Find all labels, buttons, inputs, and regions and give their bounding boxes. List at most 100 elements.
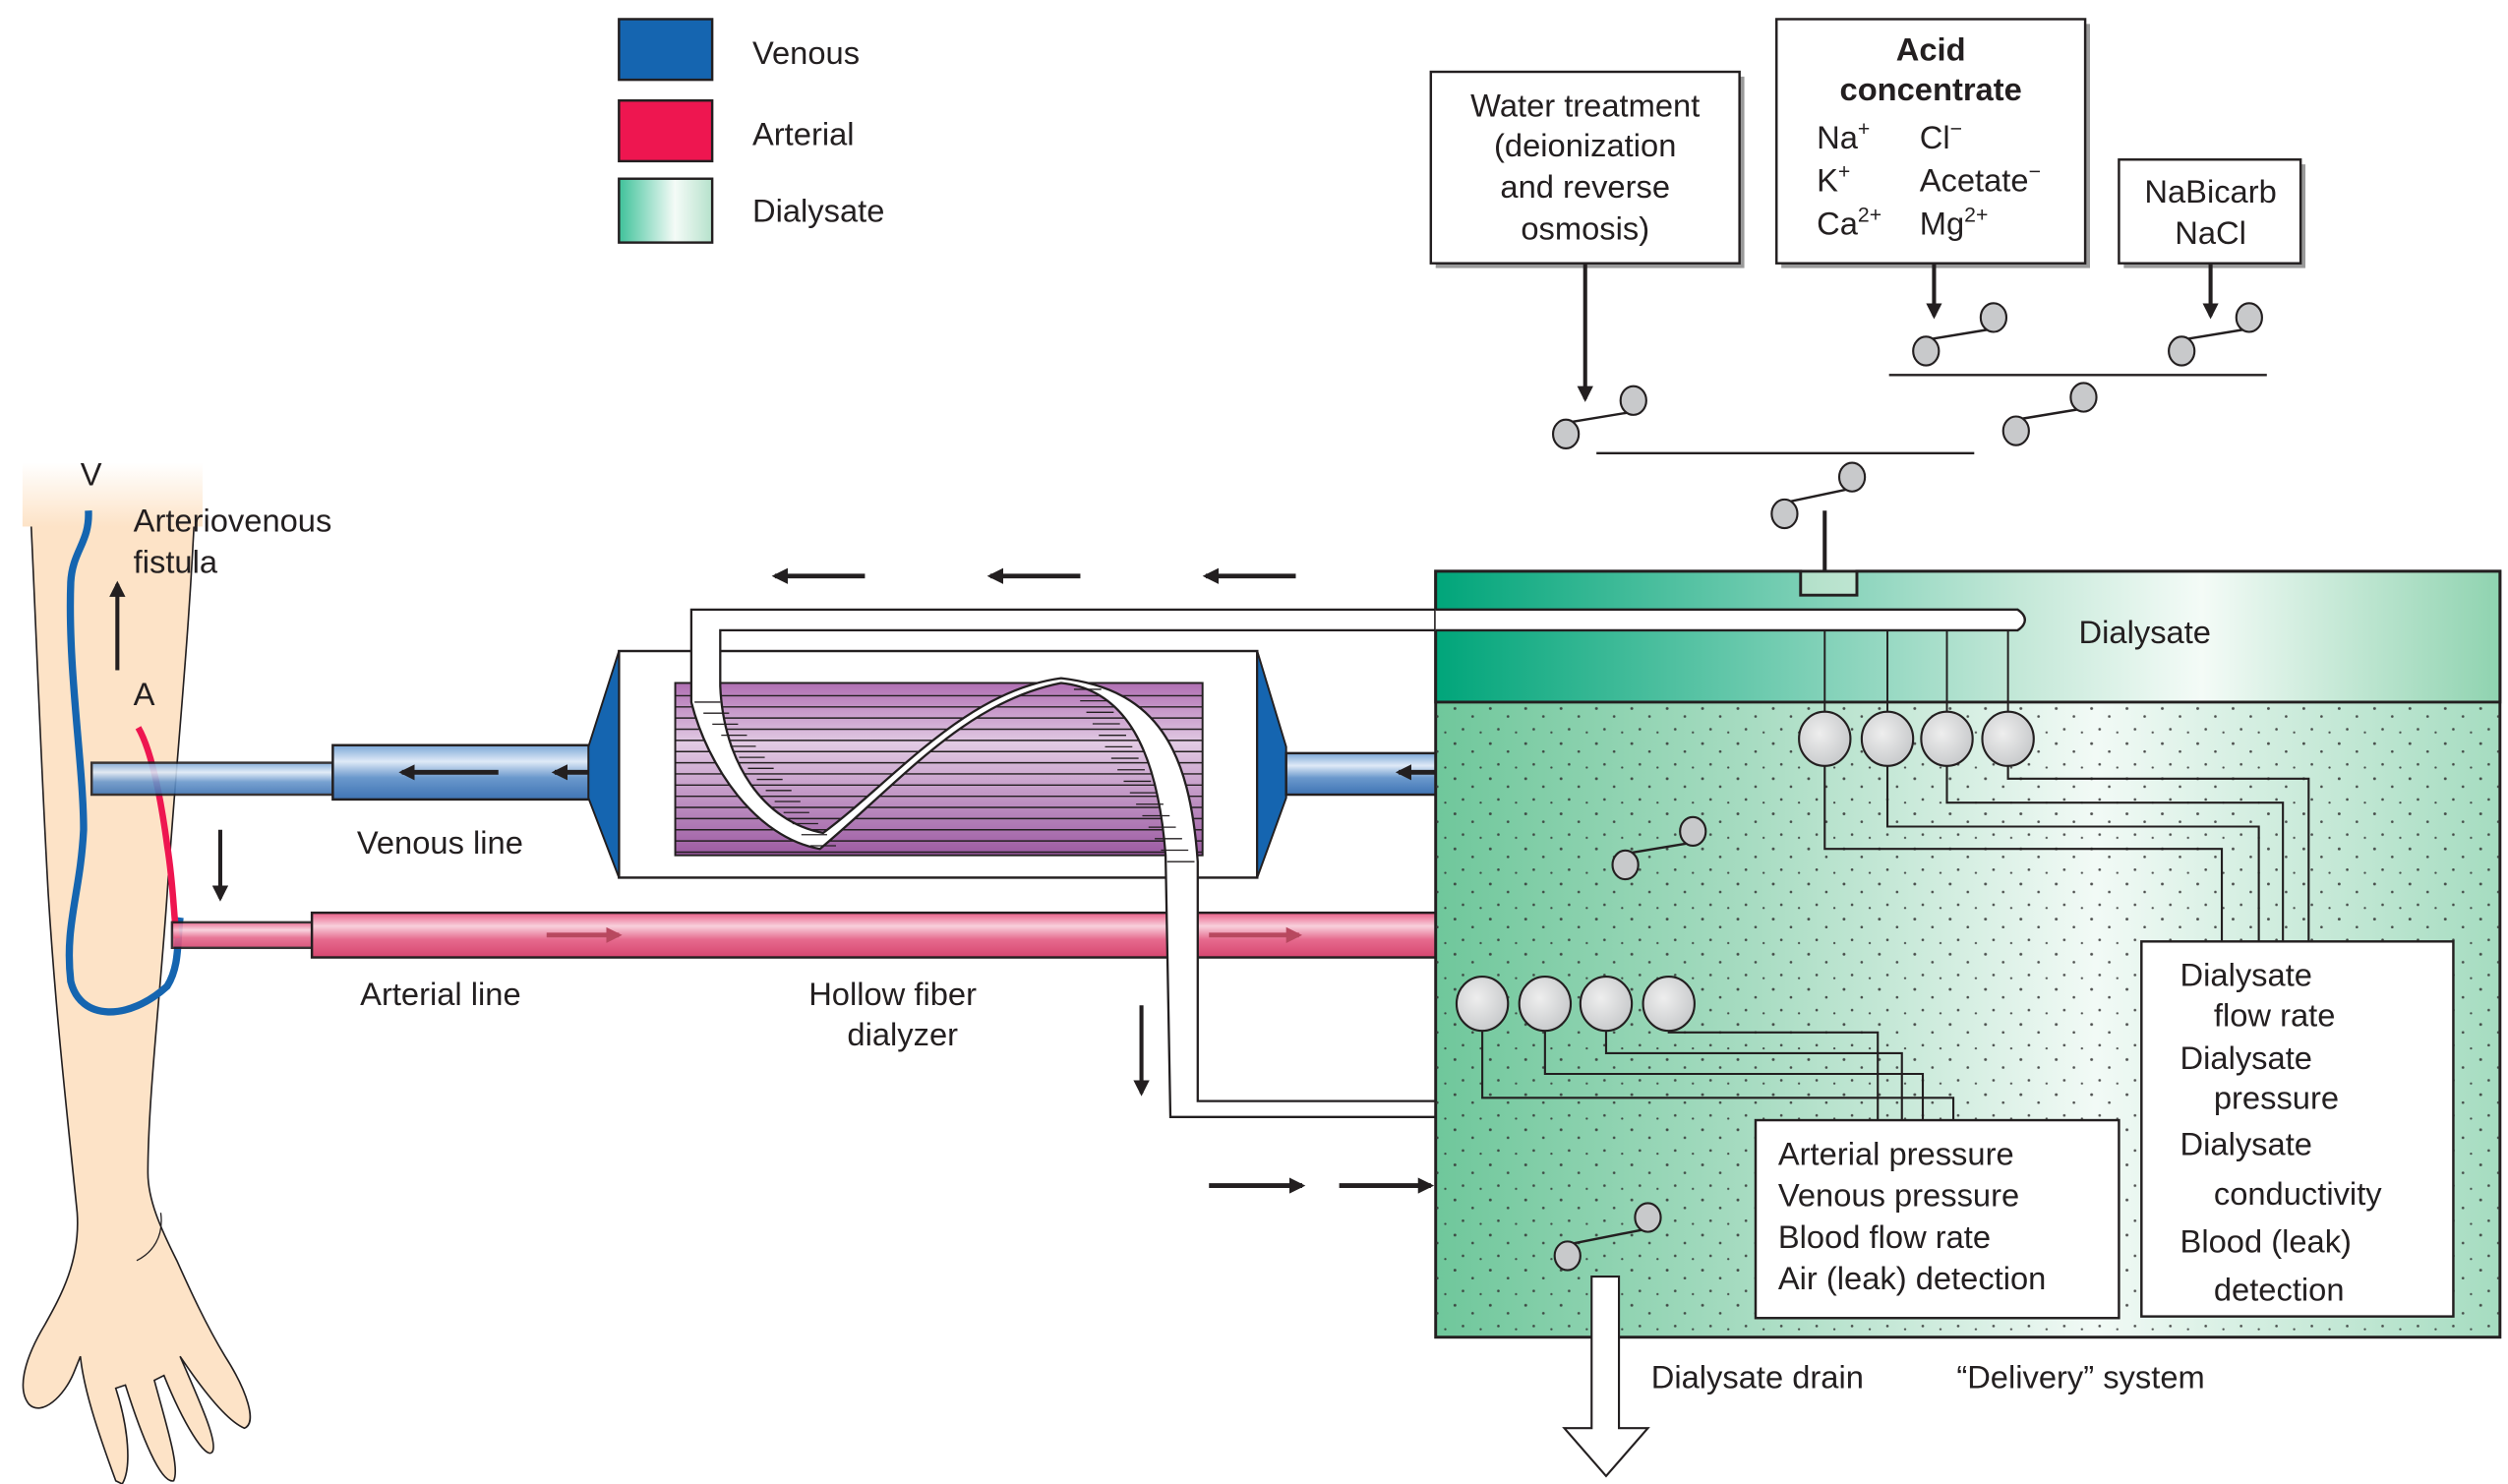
- vein: [65, 510, 184, 1016]
- sensor-dial: [1642, 975, 1696, 1033]
- delivery-label: “Delivery” system: [1956, 1360, 2204, 1395]
- roller-pump: [1611, 815, 1707, 881]
- bmon-2: Venous pressure: [1778, 1178, 2019, 1214]
- acid-concentrate-box: Acid concentrate Na+ Cl− K+ Acetate− Ca2…: [1775, 18, 2090, 268]
- water-line-1: Water treatment: [1470, 89, 1700, 124]
- arterial-marker-label: A: [134, 677, 155, 712]
- arm-skin: [22, 477, 252, 1484]
- dialysate-sensors: [1798, 629, 2310, 942]
- sensor-wire: [1885, 765, 2260, 942]
- dialyzer-cap-right: [1256, 650, 1287, 878]
- sensor-wire: [1604, 1029, 1903, 1121]
- pump-roller: [1634, 1202, 1662, 1233]
- pump-roller: [2235, 302, 2263, 333]
- pump-link: [1926, 327, 1995, 341]
- sensor-wire: [1481, 1029, 1955, 1121]
- pump-link: [1567, 1227, 1648, 1246]
- arm-crease: [136, 1213, 162, 1262]
- dialysate-pipe: [1435, 608, 2027, 632]
- dmon-5: Dialysate: [2180, 1127, 2312, 1162]
- roller-pump: [1770, 461, 1867, 530]
- pump-roller: [1912, 335, 1941, 367]
- pump-link: [1625, 841, 1694, 856]
- water-treatment-box: Water treatment (deionization and revers…: [1429, 70, 1745, 268]
- venous-marker-label: V: [81, 456, 102, 492]
- ion-mg: Mg2+: [1920, 205, 1989, 242]
- helix-stripes: [694, 688, 1195, 862]
- fistula-label-1: Arteriovenous: [134, 503, 332, 538]
- drain-label: Dialysate drain: [1651, 1360, 1864, 1395]
- roller-pump: [1551, 385, 1647, 449]
- dialyzer-cap-left: [587, 650, 621, 878]
- pump-link: [1784, 487, 1853, 505]
- blood-sensors: [1455, 975, 1955, 1121]
- bmon-3: Blood flow rate: [1778, 1219, 1991, 1255]
- drain-arrow: [1562, 1276, 1650, 1478]
- sensor-dial: [1920, 710, 1974, 767]
- pump-roller: [1553, 1240, 1582, 1272]
- pump-roller: [1770, 498, 1799, 530]
- dialysate-monitor-box: Dialysate flow rate Dialysate pressure D…: [2140, 940, 2455, 1318]
- dmon-4: pressure: [2214, 1081, 2339, 1116]
- legend-label-arterial: Arterial: [752, 117, 855, 152]
- water-line-4: osmosis): [1521, 210, 1649, 246]
- legend-swatch-venous: [618, 18, 714, 82]
- blood-monitor-box: Arterial pressure Venous pressure Blood …: [1754, 1118, 2120, 1320]
- bicarb-box: NaBicarb NaCl: [2118, 158, 2306, 268]
- sensor-dial: [1518, 975, 1573, 1033]
- water-line-3: and reverse: [1500, 169, 1670, 205]
- dialyzer-label-2: dialyzer: [847, 1017, 958, 1052]
- pump-roller: [1679, 815, 1707, 848]
- ion-k: K+: [1817, 161, 1850, 199]
- dialyzer-label-1: Hollow fiber: [808, 977, 977, 1012]
- arm-fade: [22, 462, 203, 527]
- roller-pump: [1912, 302, 2008, 367]
- legend-swatch-dialysate: [618, 177, 714, 244]
- sensor-dial: [1455, 975, 1510, 1033]
- roller-pump: [2001, 382, 2098, 446]
- pump-roller: [1837, 461, 1867, 493]
- legend-label-dialysate: Dialysate: [752, 194, 884, 229]
- sensor-dial: [1579, 975, 1634, 1033]
- roller-pump: [1553, 1202, 1662, 1272]
- pump-roller: [1551, 418, 1581, 449]
- pump-link: [2015, 407, 2084, 421]
- dialysate-band-label: Dialysate: [2079, 615, 2211, 650]
- arterial-line-label: Arterial line: [360, 977, 520, 1012]
- pump-link: [1565, 410, 1634, 425]
- pump-roller: [1979, 302, 2008, 333]
- ion-na: Na+: [1817, 118, 1870, 155]
- legend-label-venous: Venous: [752, 35, 860, 71]
- fiber-bundle: [674, 682, 1204, 857]
- bmon-1: Arterial pressure: [1778, 1137, 2014, 1172]
- bmon-4: Air (leak) detection: [1778, 1261, 2046, 1296]
- dmon-7: Blood (leak): [2180, 1224, 2352, 1260]
- sensor-wire: [2006, 765, 2310, 942]
- sensor-dial: [1860, 710, 1915, 767]
- sensor-wire: [1823, 765, 2224, 942]
- venous-line-label: Venous line: [357, 825, 523, 861]
- sensor-wire: [1945, 765, 2285, 942]
- pump-roller: [1611, 849, 1640, 881]
- dmon-8: detection: [2214, 1273, 2345, 1308]
- ion-cl: Cl−: [1920, 118, 1962, 155]
- ion-ca: Ca2+: [1817, 205, 1881, 242]
- dialysate-helix: [689, 608, 2019, 1166]
- machine-top-band: [1434, 569, 2502, 704]
- ion-acetate: Acetate−: [1920, 161, 2041, 199]
- pump-roller: [2001, 415, 2030, 446]
- acid-title-2: concentrate: [1840, 72, 2022, 107]
- bicarb-line-2: NaCl: [2175, 215, 2246, 251]
- pump-roller: [2168, 335, 2196, 367]
- pump-link: [2180, 327, 2250, 341]
- legend: Venous Arterial Dialysate: [618, 18, 884, 244]
- acid-title-1: Acid: [1896, 32, 1966, 68]
- roller-pump: [2168, 302, 2263, 367]
- forearm: V A Arteriovenous fistula: [22, 456, 332, 1484]
- sensor-wire: [1543, 1029, 1925, 1121]
- hollow-fiber-dialyzer: [587, 608, 2019, 1166]
- delivery-system: Dialysate Dialysate flow rate Dialysate …: [1434, 569, 2502, 1478]
- dmon-3: Dialysate: [2180, 1040, 2312, 1076]
- pump-roller: [2069, 382, 2098, 413]
